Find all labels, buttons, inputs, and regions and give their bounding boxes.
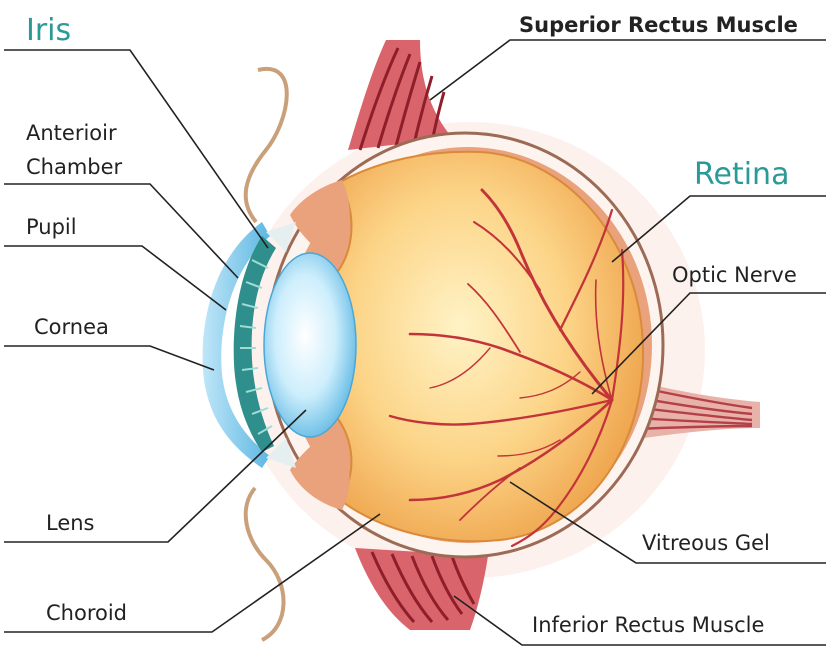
lens: [264, 253, 356, 437]
label-anterior-line1: Anterioir: [26, 121, 117, 145]
leader-superior-rectus: [430, 40, 826, 100]
inferior-rectus-muscle: [355, 548, 488, 630]
leader-cornea: [4, 346, 214, 370]
label-superior-rectus: Superior Rectus Muscle: [519, 13, 798, 37]
label-inferior-rectus: Inferior Rectus Muscle: [532, 613, 764, 637]
label-retina: Retina: [694, 157, 789, 192]
label-cornea: Cornea: [34, 315, 109, 339]
label-choroid: Choroid: [46, 601, 127, 625]
leader-pupil: [4, 246, 226, 310]
label-anterior-line2: Chamber: [26, 155, 123, 179]
label-pupil: Pupil: [26, 215, 77, 239]
upper-eyelid: [246, 69, 287, 222]
label-iris: Iris: [26, 13, 71, 48]
lower-eyelid: [246, 488, 284, 640]
label-lens: Lens: [46, 511, 95, 535]
label-vitreous-gel: Vitreous Gel: [642, 531, 770, 555]
label-optic-nerve: Optic Nerve: [672, 263, 797, 287]
